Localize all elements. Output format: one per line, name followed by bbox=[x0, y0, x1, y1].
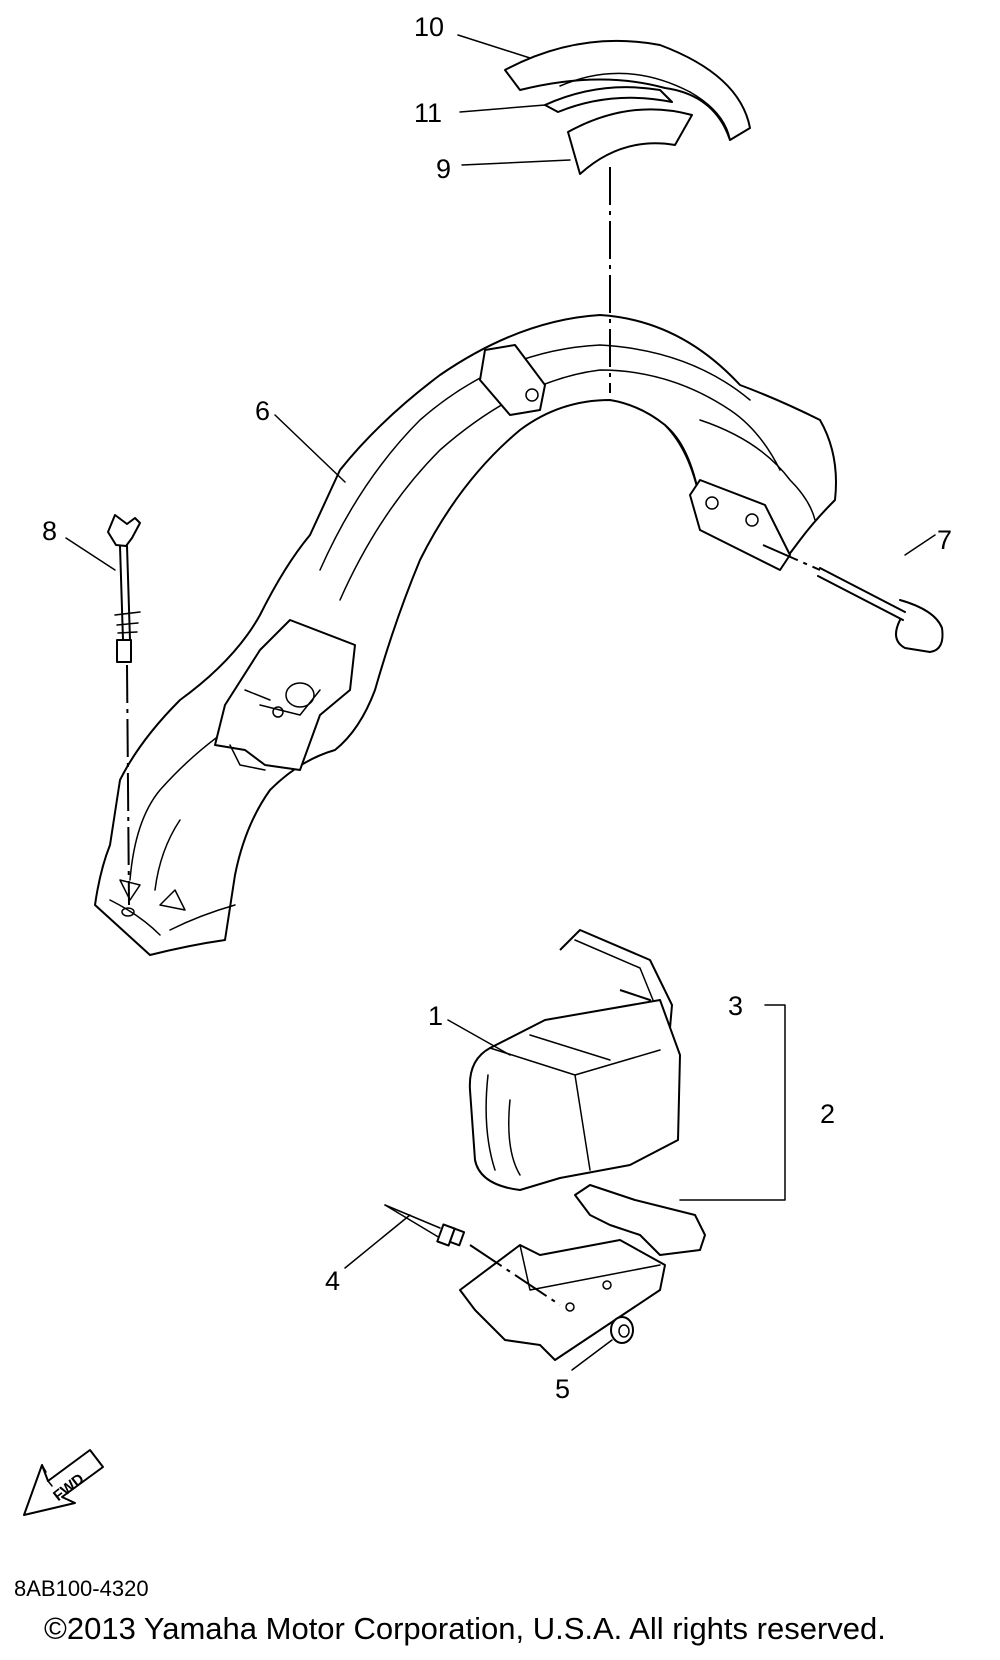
part-label-7: 7 bbox=[937, 525, 952, 555]
part-label-3: 3 bbox=[728, 991, 743, 1021]
box-assembly bbox=[459, 929, 706, 1361]
copyright-notice: ©2013 Yamaha Motor Corporation, U.S.A. A… bbox=[44, 1611, 886, 1646]
diagram-code: 8AB100-4320 bbox=[14, 1576, 149, 1601]
part-label-1: 1 bbox=[428, 1001, 443, 1031]
group-bracket bbox=[679, 1004, 786, 1201]
decal-group bbox=[504, 39, 751, 175]
part-label-11: 11 bbox=[414, 98, 442, 128]
fwd-arrow-icon: FWD bbox=[23, 1449, 104, 1516]
screw bbox=[384, 1204, 561, 1306]
pin bbox=[762, 544, 944, 653]
wing-bolt bbox=[107, 514, 141, 906]
rear-fender bbox=[94, 314, 837, 956]
decal-9-shape bbox=[567, 108, 693, 175]
leader-lines bbox=[65, 34, 936, 1371]
nut bbox=[610, 1316, 634, 1344]
part-label-6: 6 bbox=[255, 396, 270, 426]
part-label-9: 9 bbox=[436, 154, 451, 184]
part-label-2: 2 bbox=[820, 1099, 835, 1129]
part-label-5: 5 bbox=[555, 1374, 570, 1404]
decal-11-shape bbox=[544, 86, 673, 113]
part-label-8: 8 bbox=[42, 516, 57, 546]
decal-10-shape bbox=[504, 39, 751, 141]
part-label-4: 4 bbox=[325, 1266, 340, 1296]
part-label-10: 10 bbox=[414, 12, 444, 42]
